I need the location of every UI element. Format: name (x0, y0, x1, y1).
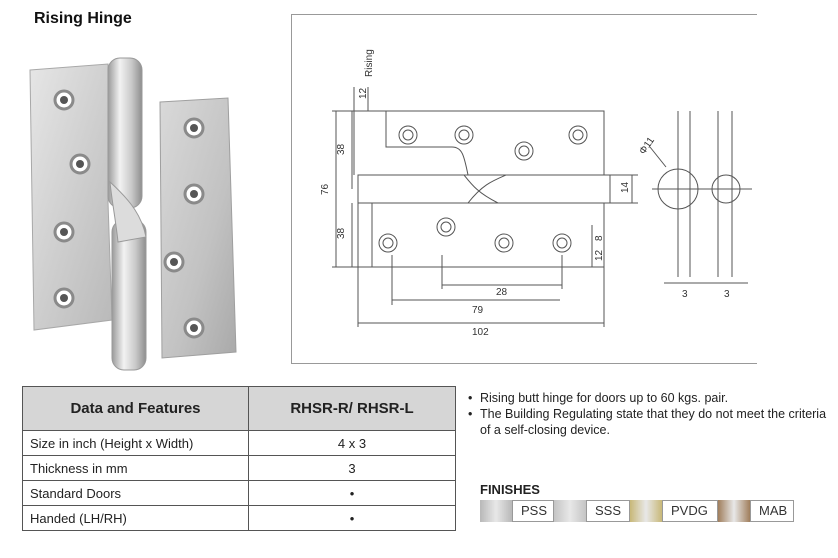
dim-8: 8 (594, 235, 605, 241)
table-row: Thickness in mm 3 (22, 455, 456, 481)
header-model: RHSR-R/ RHSR-L (248, 386, 456, 431)
technical-drawing: Rising 12 38 76 38 14 8 12 28 79 102 Φ11… (291, 14, 757, 364)
dim-12-side: 12 (594, 249, 605, 261)
row-label: Thickness in mm (22, 455, 249, 481)
dim-38-bottom: 38 (336, 227, 347, 239)
row-value: • (248, 505, 456, 531)
technical-drawing-svg: Rising 12 38 76 38 14 8 12 28 79 102 Φ11… (320, 49, 752, 338)
finish-sss: SSS (554, 500, 630, 522)
table-row: Size in inch (Height x Width) 4 x 3 (22, 430, 456, 456)
finish-mab: MAB (718, 500, 794, 522)
spec-table: Data and Features RHSR-R/ RHSR-L Size in… (22, 386, 456, 531)
bullet-item: Rising butt hinge for doors up to 60 kgs… (466, 390, 838, 406)
row-value: 4 x 3 (248, 430, 456, 456)
dim-102: 102 (472, 327, 489, 338)
finish-pvdg: PVDG (630, 500, 718, 522)
row-label: Standard Doors (22, 480, 249, 506)
finish-label: PVDG (662, 500, 718, 522)
dim-3-right: 3 (724, 289, 730, 300)
dim-79: 79 (472, 305, 484, 316)
rising-label: Rising (364, 49, 375, 77)
finishes-list: PSS SSS PVDG MAB (480, 500, 794, 522)
table-header-row: Data and Features RHSR-R/ RHSR-L (22, 386, 456, 431)
feature-bullets: Rising butt hinge for doors up to 60 kgs… (466, 390, 838, 438)
finish-swatch (554, 500, 586, 522)
table-row: Standard Doors • (22, 480, 456, 506)
finish-label: MAB (750, 500, 794, 522)
finish-label: SSS (586, 500, 630, 522)
row-value: 3 (248, 455, 456, 481)
dim-12: 12 (358, 87, 369, 99)
bullet-item: The Building Regulating state that they … (466, 406, 838, 438)
dim-38-top: 38 (336, 143, 347, 155)
dim-76: 76 (320, 183, 331, 195)
finish-swatch (480, 500, 512, 522)
finish-swatch (630, 500, 662, 522)
dim-14: 14 (620, 181, 631, 193)
dim-3-left: 3 (682, 289, 688, 300)
row-value: • (248, 480, 456, 506)
hinge-photo (29, 57, 237, 371)
finish-label: PSS (512, 500, 554, 522)
row-label: Size in inch (Height x Width) (22, 430, 249, 456)
dim-28: 28 (496, 287, 508, 298)
row-label: Handed (LH/RH) (22, 505, 249, 531)
finish-swatch (718, 500, 750, 522)
finish-pss: PSS (480, 500, 554, 522)
header-features: Data and Features (22, 386, 249, 431)
page-title: Rising Hinge (34, 10, 132, 27)
finishes-title: FINISHES (480, 482, 540, 497)
dim-phi11: Φ11 (637, 135, 657, 157)
table-row: Handed (LH/RH) • (22, 505, 456, 531)
